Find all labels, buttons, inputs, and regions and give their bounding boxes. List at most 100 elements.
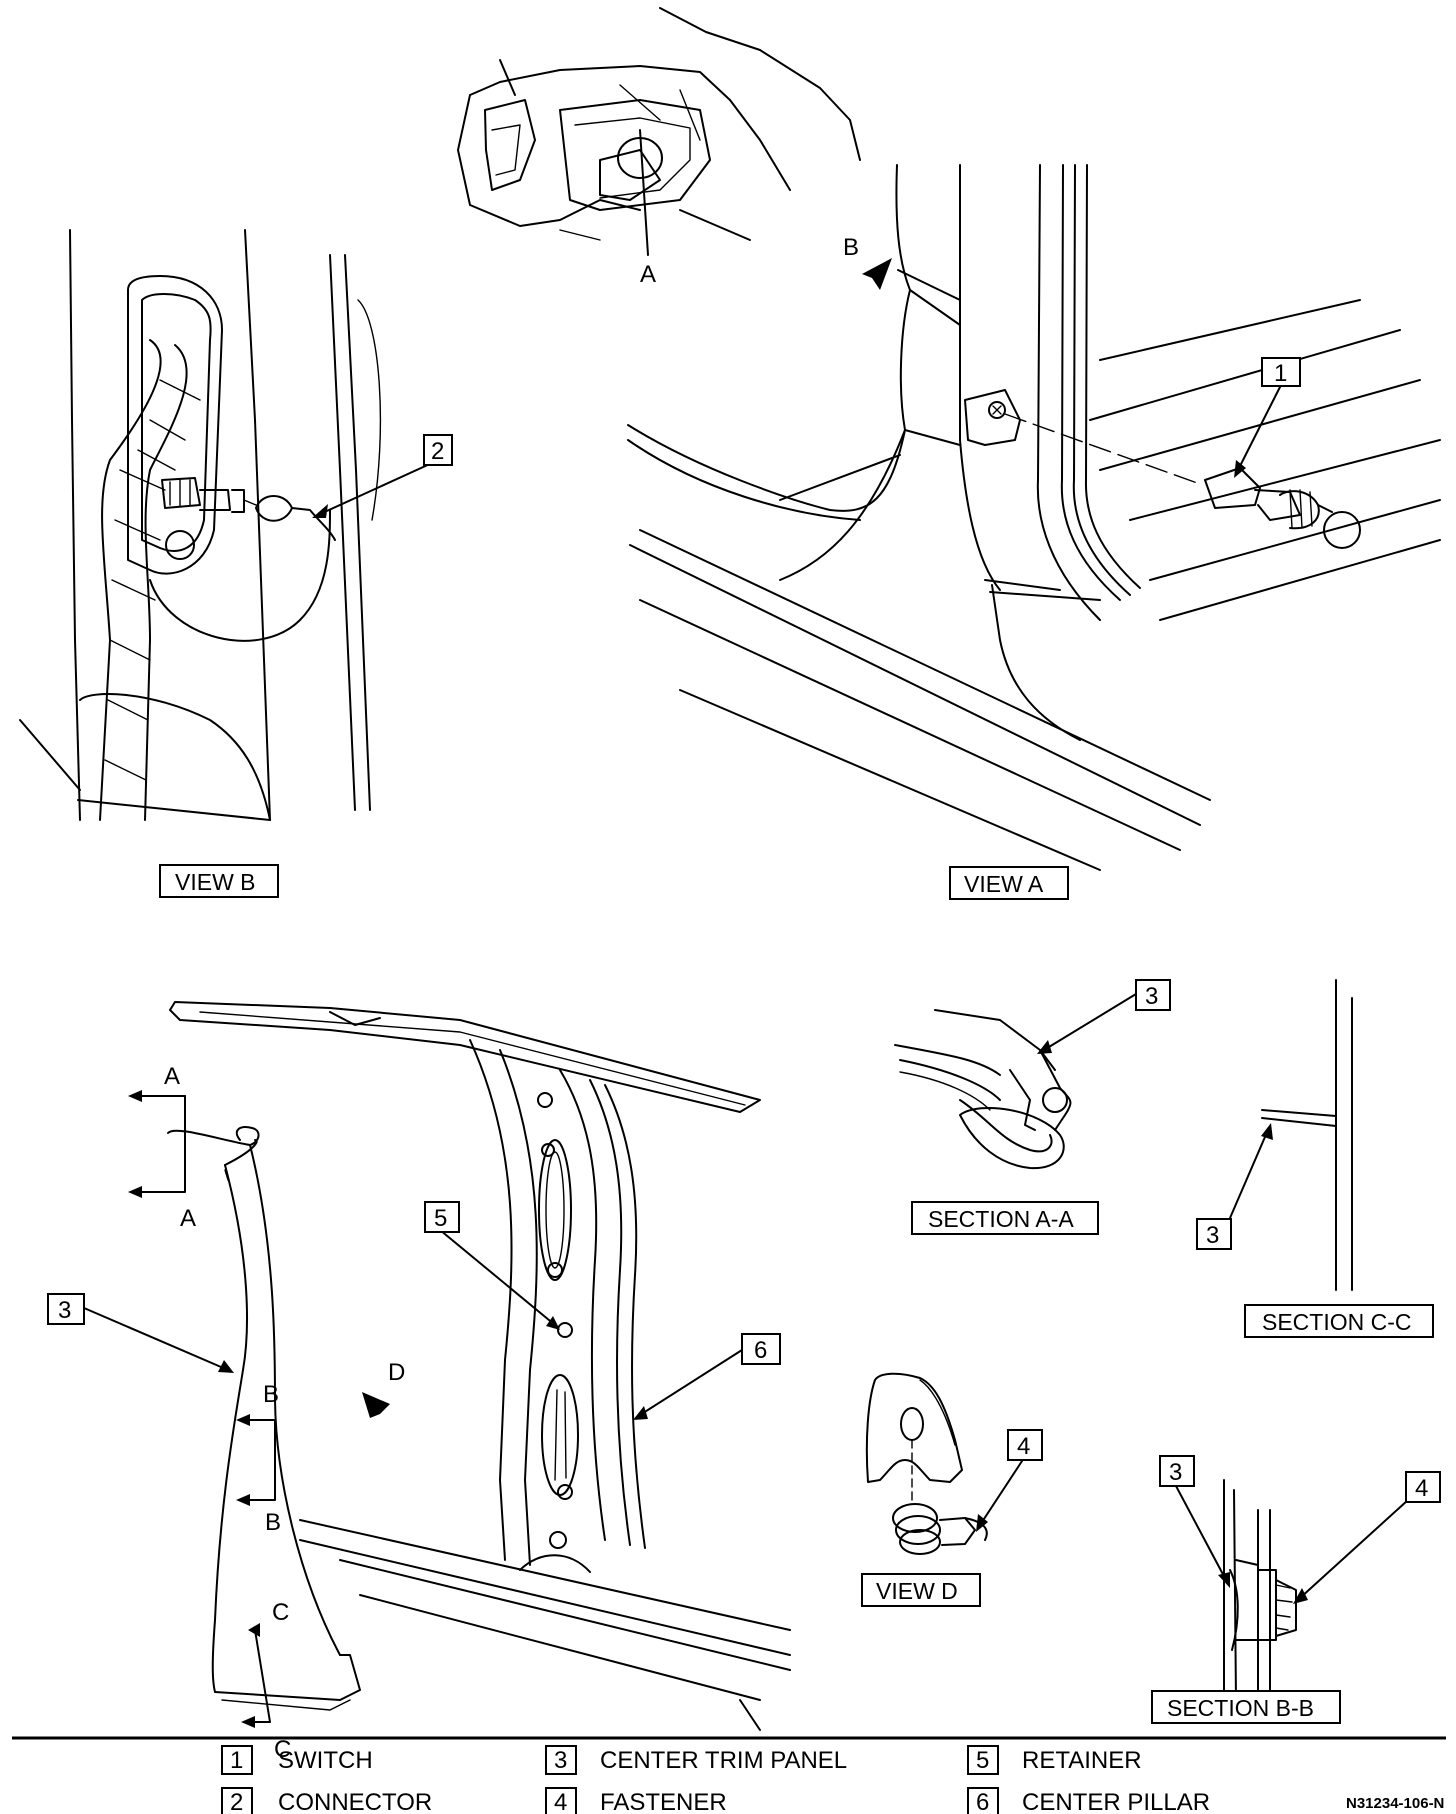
section-c-lower-letter: C — [274, 1736, 291, 1763]
callout-1-box — [1261, 357, 1301, 387]
section-aa-caption: SECTION A-A — [928, 1206, 1074, 1232]
view-b-direction-letter: B — [843, 234, 859, 261]
section-bb-drawing — [1223, 1479, 1297, 1701]
legend-num: 2 — [230, 1789, 243, 1814]
view-b-caption-box — [159, 864, 279, 898]
section-b-lower-letter: B — [265, 1509, 281, 1536]
callout-3-arrowhead-section-aa — [1037, 1040, 1052, 1054]
callout-5-box — [424, 1201, 460, 1233]
callout-2-label: 2 — [431, 438, 444, 465]
legend-num-box — [545, 1745, 577, 1775]
section-a-cut-line — [134, 1095, 186, 1193]
legend-label: FASTENER — [600, 1789, 727, 1814]
section-bb-caption-box — [1151, 1690, 1341, 1724]
legend-num-box — [221, 1745, 253, 1775]
section-c-cut-line — [247, 1629, 271, 1723]
section-a-arrow-upper — [128, 1090, 142, 1102]
callout-4-arrowhead-section-bb — [1293, 1588, 1308, 1604]
view-a-drawing — [627, 164, 1441, 871]
callout-2-box — [423, 434, 453, 466]
vehicle-locator-drawing — [457, 7, 861, 256]
section-c-arrow-upper — [248, 1623, 260, 1637]
callout-3-leader-section-bb — [1175, 1485, 1227, 1581]
section-a-arrow-lower — [128, 1186, 142, 1198]
center-pillar-drawing — [167, 1001, 791, 1731]
section-bb-caption: SECTION B-B — [1167, 1695, 1314, 1721]
callout-1-label: 1 — [1274, 360, 1287, 387]
section-c-upper-letter: C — [272, 1599, 289, 1626]
callout-3-leader-lower-left — [83, 1307, 229, 1371]
callout-1-leader — [1237, 384, 1282, 471]
section-b-upper-letter: B — [263, 1381, 279, 1408]
callout-6-box — [741, 1333, 781, 1365]
callout-4-label-view-d: 4 — [1017, 1433, 1030, 1460]
callout-2-leader — [317, 462, 433, 516]
callout-3-label-section-bb: 3 — [1169, 1459, 1182, 1486]
section-cc-caption-box — [1244, 1304, 1434, 1338]
view-a-locator-letter: A — [640, 261, 656, 288]
callout-3-arrowhead-lower-left — [218, 1360, 234, 1373]
callout-6-label: 6 — [754, 1337, 767, 1364]
callout-1-arrowhead — [1234, 460, 1246, 478]
callout-3-label-lower-left: 3 — [58, 1297, 71, 1324]
view-a-caption-box — [949, 866, 1069, 900]
switch-alignment-line — [1004, 413, 1201, 485]
section-b-cut-line — [242, 1419, 276, 1501]
section-a-lower-letter: A — [180, 1205, 196, 1232]
callout-4-leader-view-d — [979, 1457, 1025, 1526]
callout-3-box-section-aa — [1135, 979, 1171, 1011]
section-aa-drawing — [894, 1009, 1072, 1170]
callout-3-label-section-cc: 3 — [1206, 1222, 1219, 1249]
legend-num-box — [967, 1787, 999, 1814]
view-b-caption: VIEW B — [175, 869, 256, 895]
legend-num: 5 — [976, 1747, 989, 1774]
callout-5-leader — [439, 1229, 556, 1326]
callout-4-box-section-bb — [1405, 1471, 1441, 1503]
callout-3-box-section-bb — [1159, 1455, 1195, 1487]
figure-code: N31234-106-N — [1346, 1795, 1444, 1812]
callout-3-label-section-aa: 3 — [1145, 983, 1158, 1010]
callout-3-leader-section-aa — [1043, 993, 1137, 1051]
legend-item-switch: 1 SWITCH — [221, 1745, 373, 1775]
view-d-direction-letter: D — [388, 1359, 405, 1386]
callout-4-arrowhead-view-d — [976, 1514, 988, 1532]
legend-num: 4 — [554, 1789, 567, 1814]
callout-3-arrowhead-section-cc — [1261, 1123, 1273, 1140]
section-c-arrow-lower — [241, 1716, 255, 1728]
legend-label: CENTER PILLAR — [1022, 1789, 1210, 1814]
legend-num: 1 — [230, 1747, 243, 1774]
legend-label: RETAINER — [1022, 1747, 1142, 1774]
view-a-caption: VIEW A — [964, 871, 1044, 897]
legend-label: CENTER TRIM PANEL — [600, 1747, 847, 1774]
legend-num: 6 — [976, 1789, 989, 1814]
callout-4-box-view-d — [1007, 1429, 1043, 1461]
section-b-arrow-upper — [236, 1414, 250, 1426]
callout-3-box-section-cc — [1196, 1218, 1232, 1250]
view-b-direction-arrow — [862, 258, 892, 290]
callout-6-arrowhead — [633, 1406, 648, 1420]
section-b-arrow-lower — [236, 1494, 250, 1506]
legend-num-box — [221, 1787, 253, 1814]
section-a-upper-letter: A — [164, 1063, 180, 1090]
legend-item-fastener: 4 FASTENER — [545, 1787, 727, 1814]
section-cc-caption: SECTION C-C — [1262, 1309, 1412, 1335]
legend-item-center-trim-panel: 3 CENTER TRIM PANEL — [545, 1745, 847, 1775]
view-d-drawing — [865, 1372, 988, 1555]
callout-3-arrowhead-section-bb — [1218, 1572, 1230, 1588]
legend-label: SWITCH — [278, 1747, 373, 1774]
callout-3-leader-section-cc — [1229, 1129, 1269, 1219]
legend-label: CONNECTOR — [278, 1789, 432, 1814]
legend-item-retainer: 5 RETAINER — [967, 1745, 1142, 1775]
legend-num-box — [967, 1745, 999, 1775]
view-d-direction-arrow — [362, 1392, 390, 1418]
legend-num-box — [545, 1787, 577, 1814]
callout-5-label: 5 — [434, 1205, 447, 1232]
section-cc-drawing — [1261, 979, 1353, 1291]
legend-item-connector: 2 CONNECTOR — [221, 1787, 432, 1814]
callout-2-arrowhead — [312, 504, 328, 518]
callout-4-label-section-bb: 4 — [1415, 1475, 1428, 1502]
legend-item-center-pillar: 6 CENTER PILLAR — [967, 1787, 1210, 1814]
callout-5-arrowhead — [546, 1316, 560, 1330]
callout-6-leader — [639, 1349, 743, 1416]
